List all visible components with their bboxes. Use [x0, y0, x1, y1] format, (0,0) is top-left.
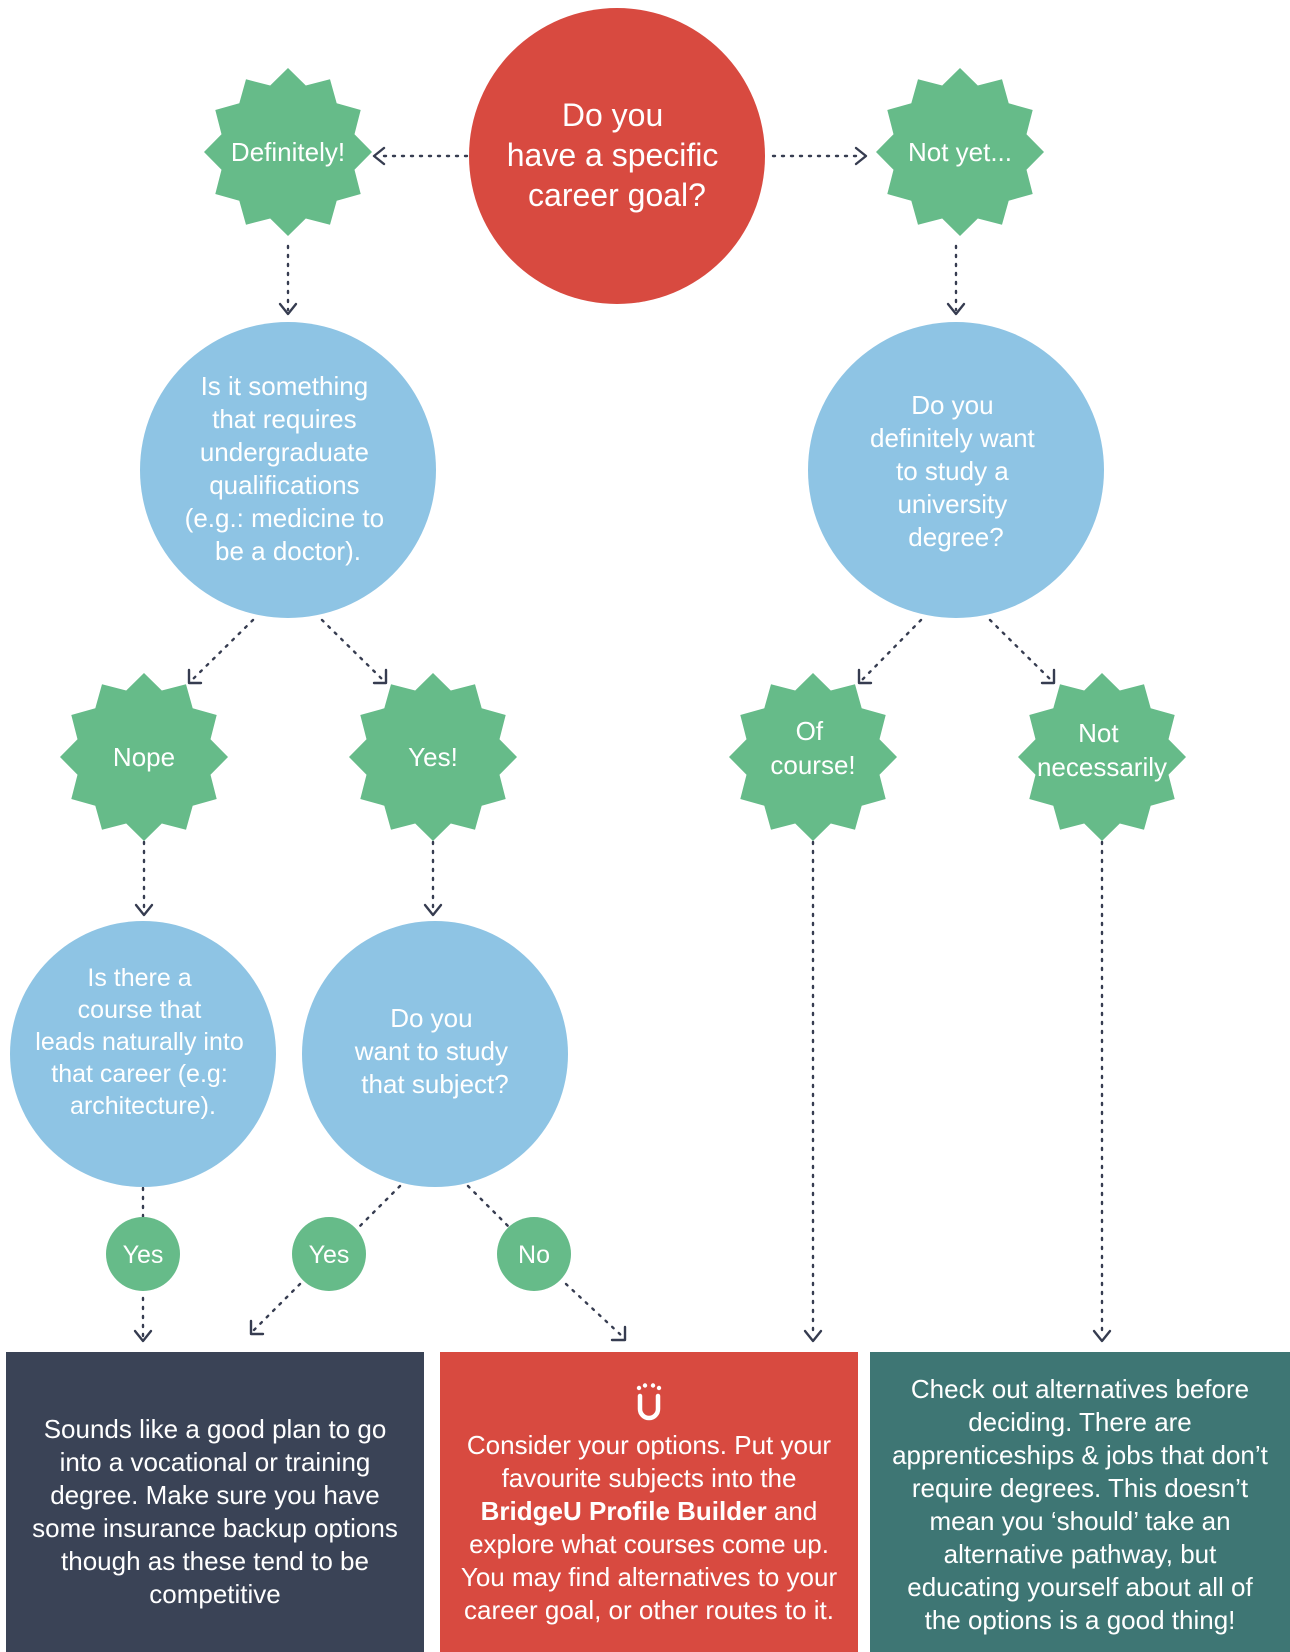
alternatives-panel: Check out alternatives before deciding. …	[870, 1352, 1290, 1652]
arrowhead-left-panel-2	[249, 1319, 265, 1336]
requires-degree-line: (e.g.: medicine to	[185, 503, 384, 533]
edge-study-to-yes	[352, 1184, 402, 1234]
svg-text:Yes: Yes	[123, 1241, 164, 1269]
vocational-advice-panel: Sounds like a good plan to go into a voc…	[6, 1352, 424, 1652]
svg-text:Do you want to study: Do you want to study that subject?	[354, 1003, 515, 1099]
svg-text:Do you have a specific: Do you have a specific career goal?	[507, 97, 728, 213]
edge-want-to-not-necessarily	[988, 618, 1053, 682]
yes-small-label: Yes	[123, 1241, 164, 1269]
requires-degree-line: qualifications	[209, 470, 359, 500]
no-small-label: No	[518, 1241, 550, 1269]
study-subject-node: Do you want to study that subject?	[302, 921, 568, 1187]
arrowhead-want-degree	[946, 302, 966, 316]
want-degree-line: university	[897, 489, 1007, 519]
want-degree-line: to study a	[896, 456, 1009, 486]
yes-excl-label: Yes!	[408, 742, 458, 772]
arrowhead-nope	[187, 668, 203, 685]
edge-requires-to-yes	[320, 618, 385, 682]
yes-small-node-1: Yes	[106, 1217, 180, 1291]
requires-degree-node: Is it something that requires undergradu…	[140, 322, 436, 618]
arrowhead-not-yet	[854, 146, 868, 166]
profile-builder-link[interactable]: BridgeU Profile Builder	[480, 1496, 767, 1526]
arrowhead-left-panel-1	[133, 1329, 153, 1343]
natural-course-line: that career (e.g:	[51, 1060, 227, 1088]
natural-course-line: Is there a	[87, 964, 191, 992]
study-subject-line: Do you	[390, 1003, 472, 1033]
connectors	[133, 146, 1112, 1343]
not-necessarily-node: Not necessarily	[1018, 673, 1186, 841]
not-necessarily-label: necessarily	[1037, 752, 1167, 782]
of-course-label: Of	[796, 716, 824, 746]
study-subject-line: that subject?	[361, 1069, 508, 1099]
want-degree-line: Do you	[911, 390, 993, 420]
yes-small-node-2: Yes	[292, 1217, 366, 1291]
arrowhead-middle-panel	[610, 1325, 627, 1342]
svg-text:Of course!: Of course!	[770, 716, 855, 780]
svg-text:Not necessarily: Not necessarily	[1037, 718, 1167, 782]
arrowhead-yes	[372, 668, 388, 685]
arrowhead-right-panel	[1092, 1329, 1112, 1343]
yes-small-label: Yes	[309, 1241, 350, 1269]
svg-text:No: No	[518, 1241, 550, 1269]
svg-text:Is it something that req: Is it something that requires undergradu…	[185, 371, 392, 566]
svg-text:Not yet...: Not yet...	[908, 137, 1012, 167]
yes-excl-node: Yes!	[349, 673, 517, 841]
want-degree-line: degree?	[908, 522, 1003, 552]
consider-options-text-start: Consider your options. Put your favourit…	[466, 1430, 832, 1493]
of-course-node: Of course!	[729, 673, 897, 841]
top-question-node: Do you have a specific career goal?	[469, 8, 765, 304]
requires-degree-line: undergraduate	[200, 437, 369, 467]
not-yet-label: Not yet...	[908, 137, 1012, 167]
svg-text:Is there a course that: Is there a course that leads naturally i…	[35, 964, 250, 1120]
svg-text:Definitely!: Definitely!	[231, 137, 345, 167]
edge-yes-to-left-panel-2	[252, 1282, 302, 1332]
nope-node: Nope	[60, 673, 228, 841]
want-degree-node: Do you definitely want to study a univer…	[808, 322, 1104, 618]
requires-degree-line: that requires	[212, 404, 357, 434]
arrowhead-of-course	[857, 668, 873, 685]
definitely-node: Definitely!	[204, 68, 372, 236]
natural-course-node: Is there a course that leads naturally i…	[10, 921, 276, 1187]
arrowhead-natural-course	[134, 903, 154, 917]
arrowhead-not-necessarily	[1040, 668, 1056, 685]
definitely-label: Definitely!	[231, 137, 345, 167]
natural-course-line: architecture).	[70, 1092, 216, 1120]
consider-options-panel: Consider your options. Put your favourit…	[440, 1352, 858, 1652]
want-degree-line: definitely want	[870, 423, 1036, 453]
alternatives-text: Check out alternatives before deciding. …	[892, 1374, 1268, 1635]
of-course-label: course!	[770, 750, 855, 780]
edge-study-to-no	[466, 1184, 516, 1234]
bridgeu-logo-icon	[636, 1383, 662, 1421]
top-question-line: have a specific	[507, 137, 719, 173]
nope-label: Nope	[113, 742, 175, 772]
requires-degree-line: be a doctor).	[215, 536, 361, 566]
arrowhead-requires	[278, 302, 298, 316]
edge-want-to-of-course	[860, 618, 923, 682]
natural-course-line: leads naturally into	[35, 1028, 243, 1056]
svg-text:Do you definitely want: Do you definitely want to study a univer…	[870, 390, 1042, 552]
edge-requires-to-nope	[190, 618, 255, 682]
natural-course-line: course that	[78, 996, 202, 1024]
top-question-line: Do you	[562, 97, 663, 133]
requires-degree-line: Is it something	[201, 371, 369, 401]
consider-options-text: Consider your options. Put your favourit…	[458, 1429, 840, 1627]
study-subject-line: want to study	[354, 1036, 508, 1066]
svg-text:Nope: Nope	[113, 742, 175, 772]
not-necessarily-label: Not	[1078, 718, 1119, 748]
not-yet-node: Not yet...	[876, 68, 1044, 236]
svg-text:Yes: Yes	[309, 1241, 350, 1269]
vocational-advice-text: Sounds like a good plan to go into a voc…	[32, 1414, 398, 1609]
edge-no-to-middle-panel	[564, 1282, 624, 1338]
no-small-node: No	[497, 1217, 571, 1291]
arrowhead-study-subject	[423, 903, 443, 917]
arrowhead-middle-panel-2	[803, 1329, 823, 1343]
consider-options-text-end: and explore what courses come up. You ma…	[460, 1496, 838, 1625]
arrowhead-definitely	[372, 146, 386, 166]
svg-text:Yes!: Yes!	[408, 742, 458, 772]
top-question-line: career goal?	[528, 177, 706, 213]
